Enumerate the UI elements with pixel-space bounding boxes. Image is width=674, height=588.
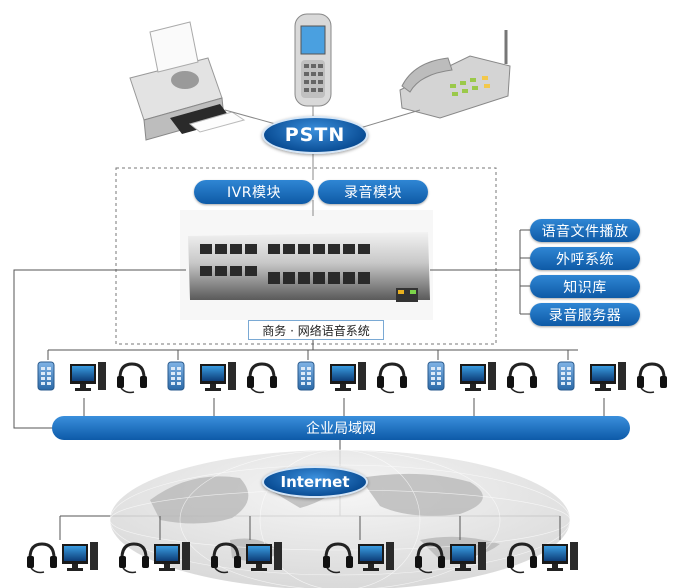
headset-icon	[507, 362, 537, 394]
service-recording-server: 录音服务器	[530, 303, 640, 326]
mobile-phone-icon	[294, 13, 332, 107]
headset-icon	[637, 362, 667, 394]
service-label: 录音服务器	[548, 307, 622, 324]
remote-station	[119, 542, 190, 574]
computer-icon	[590, 362, 626, 391]
agent-station	[557, 361, 667, 394]
headset-icon	[507, 542, 537, 574]
computer-icon	[358, 542, 394, 571]
headset-icon	[247, 362, 277, 394]
switch-caption: 商务 · 网络语音系统	[248, 320, 384, 340]
remote-station	[323, 542, 394, 574]
remote-station	[211, 542, 282, 574]
printer-icon	[129, 21, 246, 141]
computer-icon	[154, 542, 190, 571]
remote-station	[27, 542, 98, 574]
computer-icon	[450, 542, 486, 571]
computer-icon	[542, 542, 578, 571]
service-label: 语音文件播放	[541, 223, 629, 240]
computer-icon	[62, 542, 98, 571]
computer-icon	[460, 362, 496, 391]
remote-station	[415, 542, 486, 574]
headset-icon	[117, 362, 147, 394]
internet-node: Internet	[262, 466, 368, 498]
desk-phone-icon	[399, 30, 511, 119]
headset-icon	[119, 542, 149, 574]
computer-icon	[70, 362, 106, 391]
agent-station	[37, 361, 147, 394]
service-label: 外呼系统	[556, 251, 614, 268]
ip-phone-icon	[557, 361, 575, 391]
service-label: 知识库	[563, 279, 607, 296]
computer-icon	[200, 362, 236, 391]
service-knowledge-base: 知识库	[530, 275, 640, 298]
ip-phone-icon	[427, 361, 445, 391]
service-outbound: 外呼系统	[530, 247, 640, 270]
switch-caption-label: 商务 · 网络语音系统	[262, 323, 370, 338]
ivr-module: IVR模块	[194, 180, 314, 204]
agent-stations	[37, 361, 667, 394]
headset-icon	[27, 542, 57, 574]
lan-label: 企业局域网	[306, 421, 376, 437]
agent-station	[427, 361, 537, 394]
pstn-node: PSTN	[262, 116, 368, 154]
recording-module: 录音模块	[318, 180, 428, 204]
ivr-module-label: IVR模块	[227, 185, 281, 201]
headset-icon	[323, 542, 353, 574]
agent-station	[167, 361, 277, 394]
ip-phone-icon	[37, 361, 55, 391]
lan-bar: 企业局域网	[52, 416, 630, 440]
computer-icon	[246, 542, 282, 571]
service-voice-playback: 语音文件播放	[530, 219, 640, 242]
computer-icon	[330, 362, 366, 391]
remote-station	[507, 542, 578, 574]
internet-label: Internet	[280, 473, 350, 491]
pstn-label: PSTN	[284, 124, 346, 146]
headset-icon	[415, 542, 445, 574]
ip-phone-icon	[167, 361, 185, 391]
recording-module-label: 录音模块	[344, 185, 402, 201]
remote-stations	[27, 542, 578, 574]
agent-station	[297, 361, 407, 394]
headset-icon	[377, 362, 407, 394]
ip-phone-icon	[297, 361, 315, 391]
headset-icon	[211, 542, 241, 574]
switch-device	[180, 210, 433, 320]
